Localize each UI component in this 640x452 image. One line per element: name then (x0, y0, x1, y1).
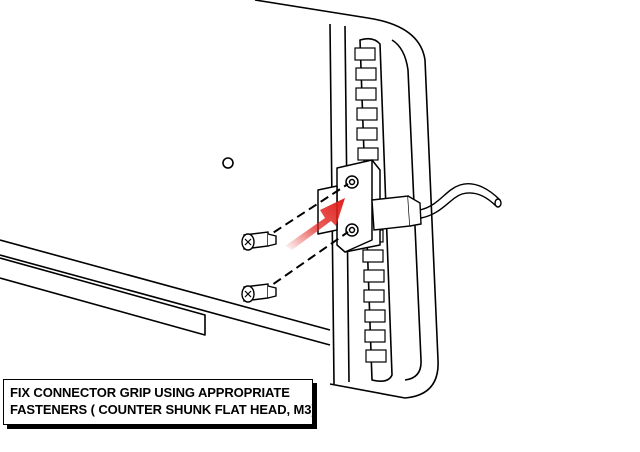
screw-icon (241, 231, 277, 251)
dashed-guide-lines (261, 183, 349, 293)
connector-slots-lower (362, 229, 387, 363)
screw-icon (241, 283, 277, 303)
caption-line-2: FASTENERS ( COUNTER SHUNK FLAT HEAD, M3) (10, 402, 316, 417)
arrow-icon (285, 198, 345, 250)
cable-plug (371, 195, 422, 231)
instruction-caption: FIX CONNECTOR GRIP USING APPROPRIATE FAS… (3, 379, 316, 425)
caption-line-1: FIX CONNECTOR GRIP USING APPROPRIATE (10, 385, 290, 400)
connector-slots-upper (354, 47, 379, 161)
cable (419, 183, 502, 219)
connector-grip-bracket (317, 159, 381, 253)
